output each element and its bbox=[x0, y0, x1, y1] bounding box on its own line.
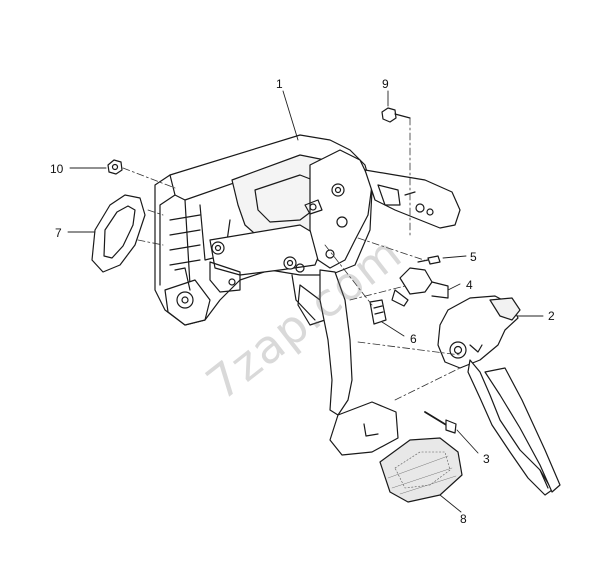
callout-3: 3 bbox=[483, 452, 490, 466]
callout-7: 7 bbox=[55, 226, 62, 240]
bolt-lower bbox=[424, 411, 457, 434]
retaining-clip bbox=[369, 299, 387, 325]
callout-8: 8 bbox=[460, 512, 467, 526]
bolt-top bbox=[381, 107, 411, 123]
callout-2: 2 bbox=[548, 309, 555, 323]
nut bbox=[107, 159, 123, 175]
brake-pedal bbox=[319, 269, 399, 456]
callout-9: 9 bbox=[382, 77, 389, 91]
callout-6: 6 bbox=[410, 332, 417, 346]
pedal-pad-cover bbox=[379, 437, 463, 503]
callout-10: 10 bbox=[50, 162, 64, 176]
callout-5: 5 bbox=[470, 250, 477, 264]
assembly-lines bbox=[122, 117, 461, 401]
accelerator-pedal bbox=[437, 295, 561, 496]
leader-lines bbox=[67, 90, 544, 513]
pedal-bracket bbox=[154, 134, 461, 326]
gasket-ring bbox=[91, 194, 146, 273]
callout-1: 1 bbox=[276, 77, 283, 91]
callout-4: 4 bbox=[466, 278, 473, 292]
screw-small bbox=[417, 255, 441, 265]
stop-lamp-switch bbox=[391, 267, 449, 307]
